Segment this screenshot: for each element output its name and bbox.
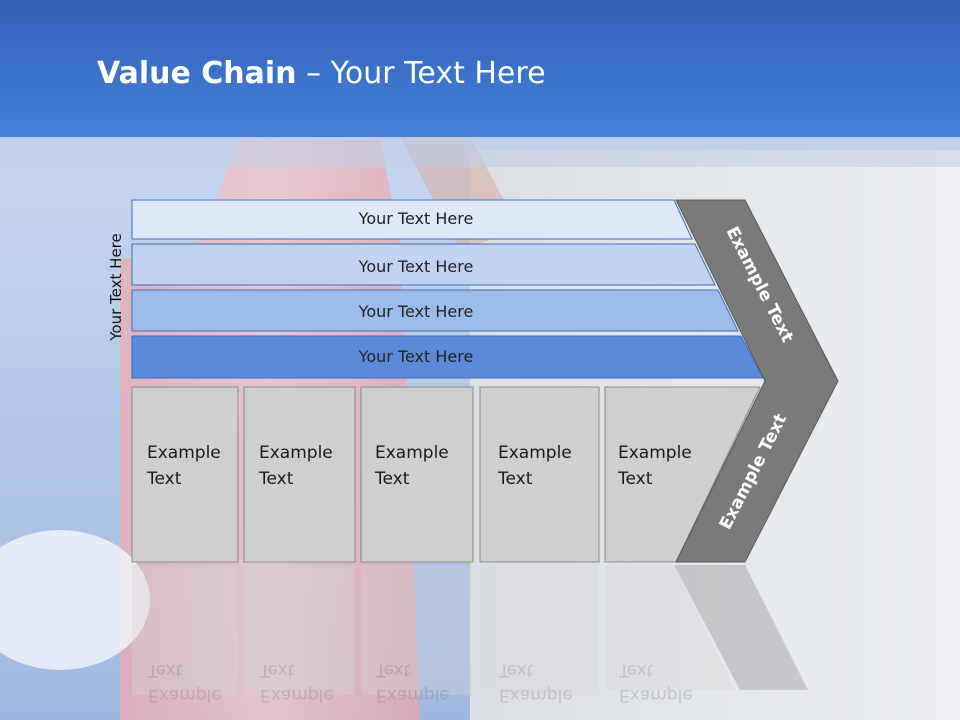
box-3-line1: Example bbox=[375, 443, 449, 463]
chevron-shape bbox=[675, 199, 839, 563]
box-2-shape bbox=[243, 386, 356, 563]
reflection-text: Example bbox=[376, 685, 450, 705]
reflection-text: Text bbox=[618, 660, 654, 680]
reflection-text: Example bbox=[499, 685, 573, 705]
box-4[interactable]: Example Text bbox=[479, 386, 600, 563]
reflection-chevron bbox=[674, 565, 808, 690]
reflection-text: Text bbox=[147, 660, 183, 680]
bar-1-label: Your Text Here bbox=[358, 209, 474, 228]
reflection-box bbox=[605, 565, 735, 690]
reflection-text: Example bbox=[619, 685, 693, 705]
box-4-line2: Text bbox=[497, 469, 533, 489]
box-1-line1: Example bbox=[147, 443, 221, 463]
box-4-line1: Example bbox=[498, 443, 572, 463]
header-band bbox=[0, 137, 960, 167]
bar-1-shape bbox=[131, 199, 693, 240]
reflection-text: Text bbox=[375, 660, 411, 680]
box-1-line2: Text bbox=[146, 469, 182, 489]
box-2-line1: Example bbox=[259, 443, 333, 463]
bar-1[interactable]: Your Text Here bbox=[131, 199, 693, 240]
box-1-shape bbox=[131, 386, 239, 563]
reflection-box bbox=[244, 565, 355, 695]
box-4-shape bbox=[479, 386, 600, 563]
box-2[interactable]: Example Text bbox=[243, 386, 356, 563]
title-bold: Value Chain bbox=[97, 56, 297, 91]
reflection-text: Text bbox=[498, 660, 534, 680]
reflection-box bbox=[480, 565, 599, 695]
title-rest: – Your Text Here bbox=[296, 56, 546, 91]
box-2-line2: Text bbox=[258, 469, 294, 489]
box-3[interactable]: Example Text bbox=[360, 386, 474, 563]
box-5-line2: Text bbox=[617, 469, 653, 489]
box-3-shape bbox=[360, 386, 474, 563]
page-title: Value Chain – Your Text Here bbox=[97, 54, 546, 94]
box-5[interactable]: Example Text bbox=[604, 386, 761, 563]
bar-2[interactable]: Your Text Here bbox=[131, 243, 716, 286]
reflection-box bbox=[361, 565, 473, 695]
bar-3-label: Your Text Here bbox=[358, 302, 474, 321]
box-5-line1: Example bbox=[618, 443, 692, 463]
bar-2-shape bbox=[131, 243, 716, 286]
bar-3[interactable]: Your Text Here bbox=[131, 289, 739, 332]
bar-2-label: Your Text Here bbox=[358, 257, 474, 276]
box-1[interactable]: Example Text bbox=[131, 386, 239, 563]
reflection-text: Text bbox=[259, 660, 295, 680]
reflection: Text Example Text Example Text Example T… bbox=[132, 565, 808, 705]
box-3-line2: Text bbox=[374, 469, 410, 489]
reflection-text: Example bbox=[260, 685, 334, 705]
reflection-text: Example bbox=[148, 685, 222, 705]
header-bar bbox=[0, 0, 960, 137]
bar-4-label: Your Text Here bbox=[358, 347, 474, 366]
bar-3-shape bbox=[131, 289, 739, 332]
reflection-box bbox=[132, 565, 238, 695]
bar-4[interactable]: Your Text Here bbox=[131, 335, 764, 379]
